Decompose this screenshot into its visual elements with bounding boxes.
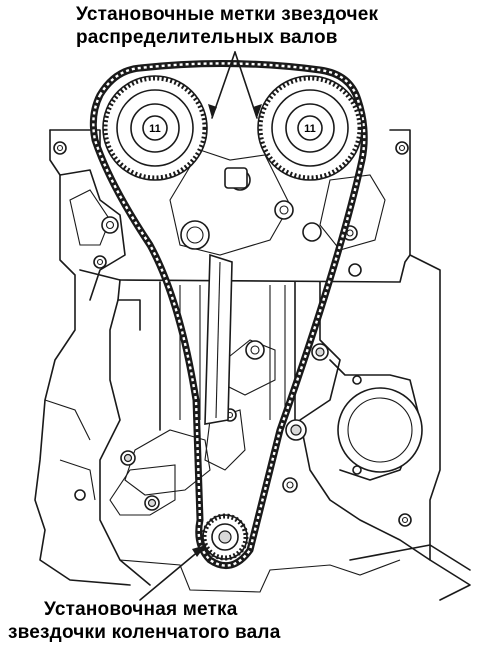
timing-chain xyxy=(89,59,368,570)
crankshaft-mark-label-line1: Установочная метка xyxy=(44,599,238,620)
camshaft-marks-label-line2: распределительных валов xyxy=(76,27,338,48)
camshaft-sprocket-right: 11 xyxy=(257,75,363,181)
camshaft-marks-label-line1: Установочные метки звездочек xyxy=(76,4,379,25)
bolts xyxy=(53,141,423,527)
camshaft-marks-label: Установочные метки звездочек распределит… xyxy=(76,3,378,49)
bolt-marking-right: 11 xyxy=(304,123,316,135)
camshaft-mark-arrows xyxy=(208,51,262,119)
chain-tensioner xyxy=(204,253,233,425)
engine-block xyxy=(34,129,471,601)
crankshaft-mark-label-line2: звездочки коленчатого вала xyxy=(8,622,281,643)
bolt-marking-left: 11 xyxy=(149,123,161,135)
crankshaft-sprocket xyxy=(201,513,249,561)
crankshaft-mark-label: Установочная метка звездочки коленчатого… xyxy=(8,598,280,644)
camshaft-sprocket-left: 11 xyxy=(102,75,208,181)
crankshaft-mark-arrow xyxy=(139,544,207,601)
